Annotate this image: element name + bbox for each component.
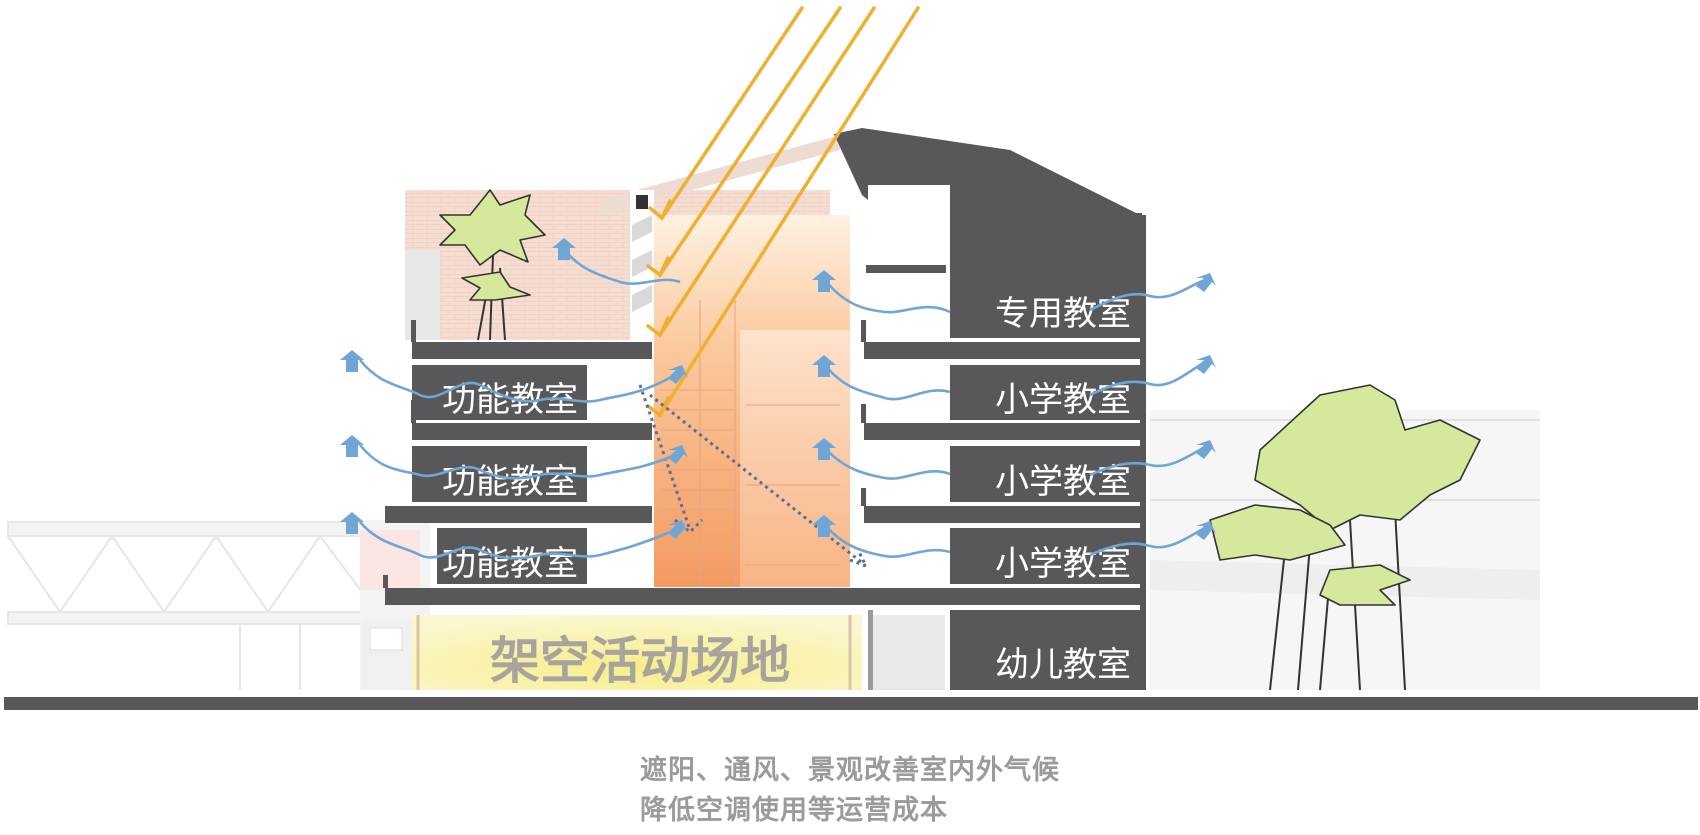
ground-line — [4, 697, 1698, 710]
pilotis-area: 架空活动场地 — [412, 615, 862, 690]
caption-line-1: 遮阳、通风、景观改善室内外气候 — [640, 755, 1060, 786]
room-labels: 专用教室 小学教室 小学教室 小学教室 幼儿教室 功能教室 功能教室 功能教室 — [442, 294, 1131, 685]
floor-slab — [412, 423, 652, 440]
primary-classroom-block — [950, 528, 1142, 584]
room-label-functional-1f: 功能教室 — [442, 544, 578, 584]
room-label-primary-1f: 小学教室 — [995, 544, 1131, 584]
floor-slab — [864, 506, 1145, 523]
floor-slab — [385, 588, 1145, 605]
special-classroom-block — [950, 213, 1142, 338]
floor-slab — [864, 342, 1145, 359]
pilotis-label: 架空活动场地 — [490, 632, 790, 690]
primary-classroom-block — [950, 365, 1142, 420]
primary-classroom-block — [950, 446, 1142, 502]
functional-classroom-block — [437, 528, 587, 584]
caption-line-2: 降低空调使用等运营成本 — [640, 795, 948, 826]
building — [4, 128, 1698, 710]
floor-slab — [864, 423, 1145, 440]
room-label-kindergarten: 幼儿教室 — [995, 645, 1131, 685]
wind-flows — [358, 249, 1206, 560]
floor-slab — [412, 342, 652, 359]
wind-arrowheads — [340, 238, 1216, 540]
tree-icon — [439, 189, 546, 341]
reflected-light — [638, 384, 870, 569]
tree-icon — [1209, 384, 1481, 691]
sun-rays — [646, 6, 920, 418]
truss-bridge — [7, 521, 369, 690]
room-label-functional-2f: 功能教室 — [442, 462, 578, 502]
atrium — [630, 190, 850, 587]
kindergarten-classroom-block — [950, 610, 1142, 690]
floor-slab — [385, 506, 652, 523]
trees — [439, 189, 1481, 691]
functional-classroom-block — [412, 365, 587, 420]
